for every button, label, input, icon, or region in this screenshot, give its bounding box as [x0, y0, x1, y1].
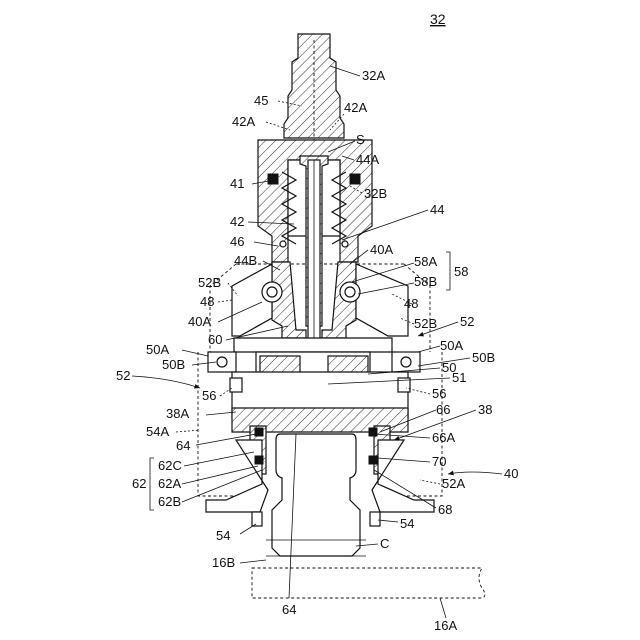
label-66A: 66A [432, 430, 455, 445]
label-56-right: 56 [432, 386, 446, 401]
label-S: S [356, 132, 365, 147]
label-58B: 58B [414, 274, 437, 289]
label-16A: 16A [434, 618, 457, 633]
label-44: 44 [430, 202, 444, 217]
label-52-right: 52 [460, 314, 474, 329]
label-C: C [380, 536, 389, 551]
label-62C: 62C [158, 458, 182, 473]
label-48-left: 48 [200, 294, 214, 309]
label-40A-mid: 40A [188, 314, 211, 329]
label-54-right: 54 [400, 516, 414, 531]
label-58: 58 [454, 264, 468, 279]
label-38: 38 [478, 402, 492, 417]
cap-C [266, 434, 366, 556]
label-64-lower: 64 [282, 602, 296, 617]
label-52A: 52A [442, 476, 465, 491]
label-58A: 58A [414, 254, 437, 269]
label-42A-right: 42A [344, 100, 367, 115]
label-44A: 44A [356, 152, 379, 167]
label-64-upper: 64 [176, 438, 190, 453]
nozzle-32A [284, 34, 344, 150]
label-50B-right: 50B [472, 350, 495, 365]
label-68: 68 [438, 502, 452, 517]
label-52-left: 52 [116, 368, 130, 383]
label-44B: 44B [234, 253, 257, 268]
label-66: 66 [436, 402, 450, 417]
label-52B-right: 52B [414, 316, 437, 331]
label-56-left: 56 [202, 388, 216, 403]
label-32B: 32B [364, 186, 387, 201]
label-54-left: 54 [216, 528, 230, 543]
label-48-right: 48 [404, 296, 418, 311]
label-50A-left: 50A [146, 342, 169, 357]
label-50B-left: 50B [162, 357, 185, 372]
label-38A: 38A [166, 406, 189, 421]
figure-number: 32 [430, 11, 446, 27]
label-42: 42 [230, 214, 244, 229]
label-60: 60 [208, 332, 222, 347]
label-51: 51 [452, 370, 466, 385]
label-41: 41 [230, 176, 244, 191]
label-70: 70 [432, 454, 446, 469]
label-45: 45 [254, 93, 268, 108]
label-54A: 54A [146, 424, 169, 439]
label-62A: 62A [158, 476, 181, 491]
label-62B: 62B [158, 494, 181, 509]
label-50A-right: 50A [440, 338, 463, 353]
label-16B: 16B [212, 555, 235, 570]
container-16 [252, 568, 485, 598]
label-32A: 32A [362, 68, 385, 83]
label-40: 40 [504, 466, 518, 481]
label-52B-left: 52B [198, 275, 221, 290]
label-40A-top: 40A [370, 242, 393, 257]
label-42A-left: 42A [232, 114, 255, 129]
label-62: 62 [132, 476, 146, 491]
label-46: 46 [230, 234, 244, 249]
